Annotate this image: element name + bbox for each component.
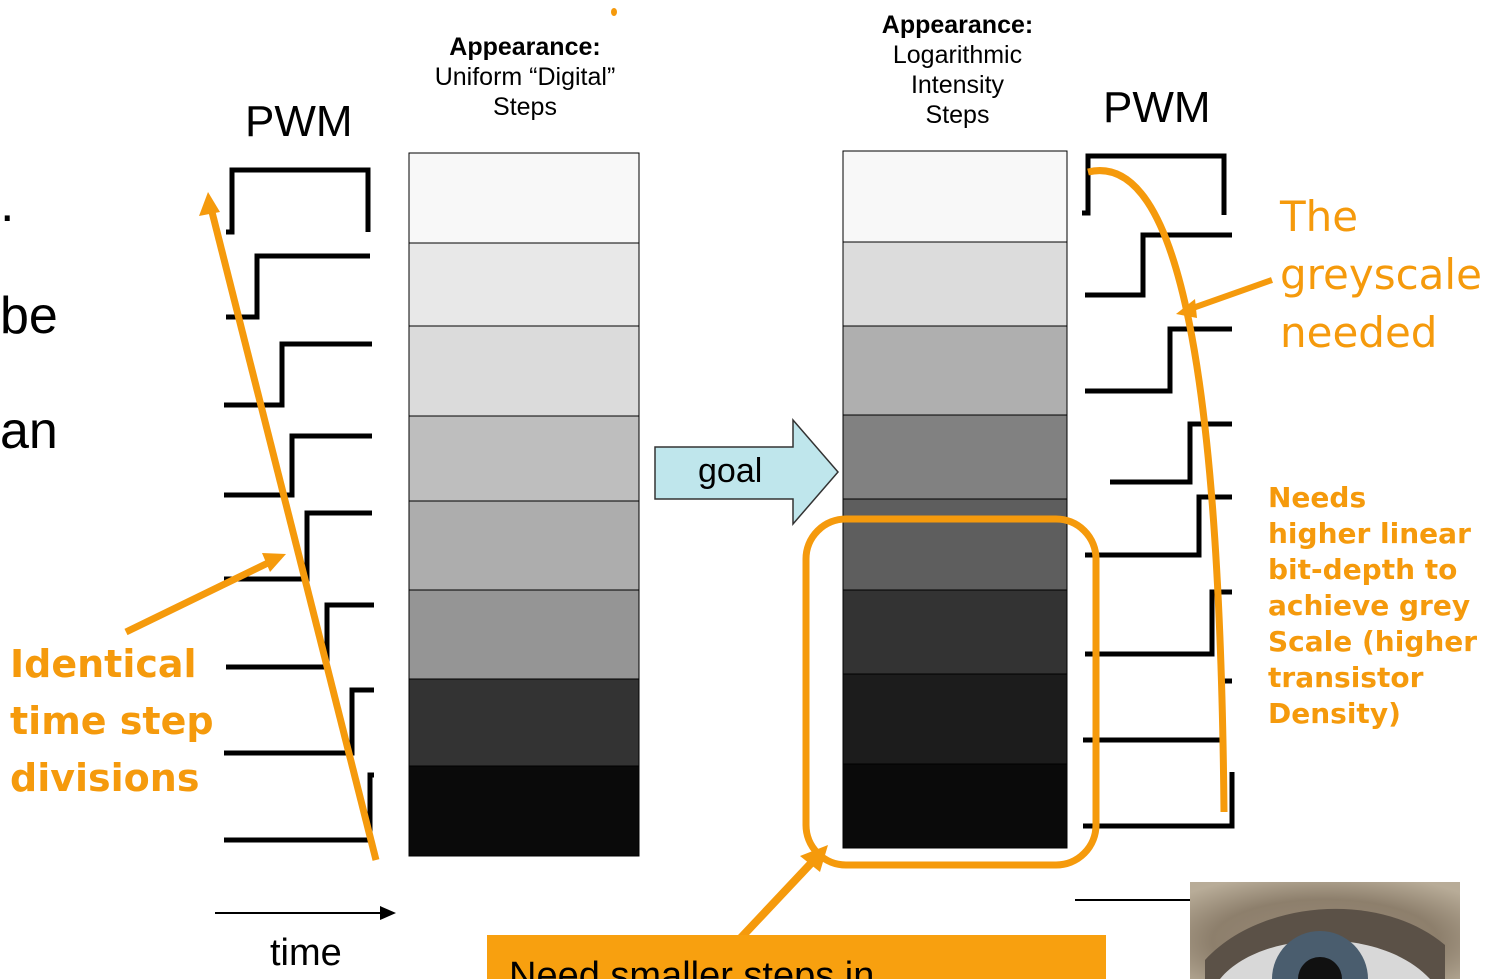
greyscale-pointer [1176,277,1274,318]
left-header-bold: Appearance: [449,33,601,61]
needs-line7: Density) [1268,697,1401,730]
left-step-7 [408,678,640,767]
right-step-7 [842,673,1068,765]
callout-box: Need smaller steps in [487,935,1106,979]
pwm-wave-r7 [1083,678,1232,743]
needs-annotation: Needs higher linear bit-depth to achieve… [1268,480,1477,732]
eye-image [1190,882,1460,979]
left-step-3 [408,325,640,417]
left-step-4 [408,415,640,502]
left-trend-arrowhead [199,192,220,216]
right-greyscale-curve [1087,167,1228,813]
identical-line2: time step [10,699,214,743]
left-step-column [408,152,640,857]
right-step-4 [842,414,1068,500]
right-step-2 [842,241,1068,327]
needs-line5: Scale (higher [1268,625,1478,658]
greyscale-annotation: The greyscale needed [1280,188,1482,362]
left-header-line1: Uniform “Digital” [434,63,616,91]
pwm-left-label: PWM [245,97,353,146]
right-pwm-waveforms [1082,153,1235,829]
left-step-5 [408,500,640,591]
right-header-line2: Intensity [910,71,1005,99]
pwm-right-label: PWM [1103,83,1211,132]
left-step-2 [408,242,640,327]
slide-fragment-dot: . [0,175,15,233]
right-step-8 [842,763,1068,849]
slide-fragment-an: an [0,402,58,460]
right-header-bold: Appearance: [881,11,1034,39]
time-arrow [215,906,396,920]
left-step-6 [408,589,640,680]
right-step-5 [842,498,1068,591]
identical-annotation: Identical time step divisions [10,636,214,807]
identical-line1: Identical [10,642,197,686]
pwm-wave-5 [224,510,372,582]
needs-line1: Needs [1268,481,1367,514]
pwm-wave-r3 [1085,326,1232,394]
pwm-wave-6 [226,602,374,670]
pwm-wave-3 [224,341,372,408]
right-step-1 [842,150,1068,243]
right-step-3 [842,325,1068,416]
pwm-wave-8 [224,772,374,843]
pwm-wave-r8 [1083,772,1235,829]
pwm-wave-r1 [1082,153,1227,216]
right-header-line1: Logarithmic [892,41,1023,69]
identical-line3: divisions [10,756,200,800]
identical-pointer [124,553,286,636]
needs-line3: bit-depth to [1268,553,1458,586]
time-label: time [270,932,342,974]
pwm-wave-r6 [1085,589,1232,657]
pwm-wave-r4 [1110,421,1232,485]
greyscale-line1: The [1280,192,1359,241]
callout-text: Need smaller steps in [509,955,875,979]
top-orange-mark [611,8,617,16]
needs-line2: higher linear [1268,517,1471,550]
right-column-header: Appearance: Logarithmic Intensity Steps [835,10,1080,130]
needs-line4: achieve grey [1268,589,1471,622]
pwm-wave-r5 [1085,494,1232,558]
left-header-line2: Steps [493,93,557,121]
left-step-1 [408,152,640,244]
right-header-line3: Steps [925,101,990,129]
goal-label: goal [698,452,763,490]
pwm-wave-1 [226,167,371,235]
needs-line6: transistor [1268,661,1424,694]
small-steps-highlight [802,515,1100,869]
pwm-wave-7 [224,687,374,756]
greyscale-line3: needed [1280,308,1438,357]
pwm-wave-2 [226,253,370,320]
pwm-wave-4 [224,433,372,498]
left-trend-line [199,192,380,861]
right-step-6 [842,589,1068,675]
left-pwm-waveforms [224,167,374,843]
greyscale-line2: greyscale [1280,250,1482,299]
left-step-8 [408,765,640,857]
slide-fragment-be: be [0,287,58,345]
right-step-column [842,150,1068,849]
left-column-header: Appearance: Uniform “Digital” Steps [400,32,650,122]
pwm-wave-r2 [1085,232,1232,298]
goal-arrow [654,417,839,527]
